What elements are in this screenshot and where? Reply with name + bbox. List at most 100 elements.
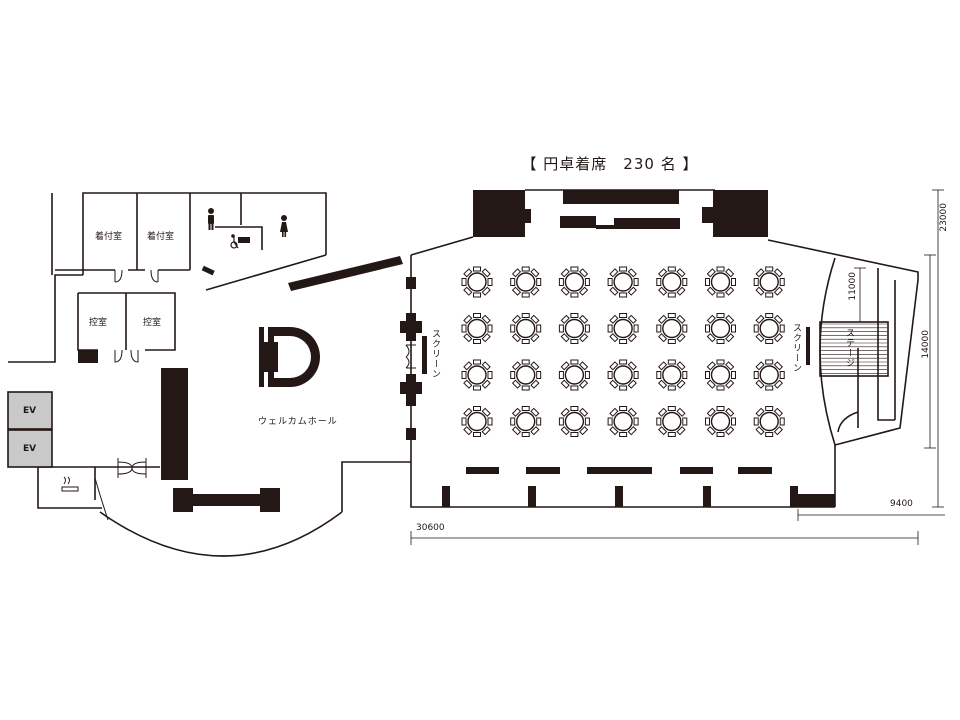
- stage-back-wall: [877, 268, 895, 421]
- round-table: [705, 406, 736, 437]
- chair: [667, 292, 676, 298]
- chair: [560, 333, 570, 343]
- chair: [536, 371, 542, 379]
- chair: [558, 417, 564, 426]
- round-table: [753, 359, 785, 391]
- chair: [530, 407, 540, 417]
- chair: [463, 314, 473, 324]
- chair: [658, 407, 668, 417]
- chair: [570, 339, 579, 344]
- chair: [463, 333, 473, 343]
- chair: [609, 268, 619, 278]
- table-top: [467, 365, 487, 385]
- chair: [765, 266, 774, 272]
- chair: [609, 407, 619, 417]
- pillar-top-right: [713, 190, 768, 237]
- chair: [570, 313, 579, 318]
- table-top: [516, 411, 536, 432]
- chair: [461, 417, 467, 426]
- chair: [633, 324, 639, 333]
- chair: [463, 426, 473, 436]
- table-top: [759, 272, 779, 292]
- chair: [536, 324, 542, 333]
- partition-bar: [587, 467, 652, 474]
- chair: [779, 278, 785, 286]
- pillar-top-left: [473, 190, 525, 237]
- chair: [633, 278, 639, 286]
- hall-entrance-wall: [288, 256, 403, 291]
- table-top: [710, 411, 731, 432]
- wall-post: [615, 486, 623, 507]
- chair: [773, 379, 783, 389]
- chair: [725, 379, 735, 389]
- round-table: [705, 359, 736, 391]
- table-top: [564, 318, 585, 339]
- chair: [511, 407, 522, 417]
- round-table: [656, 406, 688, 437]
- table-top: [516, 318, 536, 339]
- waiting-room-block: [78, 350, 98, 363]
- chair: [682, 324, 688, 333]
- chair: [667, 339, 676, 344]
- chair: [619, 313, 628, 318]
- chair: [584, 417, 590, 426]
- chair: [473, 432, 481, 437]
- table-top: [662, 411, 682, 432]
- partition-bar: [526, 467, 560, 474]
- chair: [716, 385, 725, 391]
- table-top: [662, 272, 682, 292]
- chair: [578, 361, 589, 371]
- chair: [619, 266, 628, 272]
- chair: [779, 371, 785, 379]
- chair: [773, 314, 783, 324]
- table-top: [467, 318, 487, 339]
- chair: [755, 333, 765, 343]
- chair: [676, 379, 686, 389]
- chair: [584, 324, 590, 333]
- smoking-area-icon: [61, 476, 79, 492]
- table-top: [516, 365, 536, 385]
- chair: [578, 333, 589, 343]
- corridor-block: [201, 265, 215, 276]
- male-restroom-icon: [208, 208, 214, 230]
- chair: [627, 314, 637, 324]
- chair: [725, 407, 735, 417]
- wall-post: [528, 486, 536, 507]
- chair: [481, 361, 491, 371]
- chair: [560, 268, 570, 278]
- chair: [705, 371, 710, 379]
- chair: [716, 339, 725, 344]
- structural-blocks: [78, 190, 835, 512]
- chair: [658, 268, 668, 278]
- wall-hall-right: [767, 239, 919, 446]
- chair: [765, 292, 774, 298]
- round-table: [753, 406, 785, 437]
- welcome-pillar: [161, 368, 188, 480]
- chair: [658, 426, 668, 436]
- accessible-restroom-icon: [230, 234, 239, 249]
- chair: [578, 379, 589, 389]
- screen-left-bar: [422, 336, 427, 374]
- chair: [676, 268, 686, 278]
- partition-bar: [680, 467, 713, 474]
- chair: [627, 286, 637, 296]
- wall-welcome-right: [341, 461, 411, 512]
- chair: [706, 379, 716, 389]
- table-top: [759, 411, 779, 432]
- chair: [521, 385, 530, 391]
- chair: [473, 339, 481, 344]
- chair: [558, 371, 564, 379]
- round-table: [510, 359, 542, 391]
- round-table: [461, 406, 493, 437]
- chair: [473, 266, 481, 272]
- hall-door-block-2b: [406, 374, 416, 406]
- round-table: [461, 313, 493, 344]
- table-top: [759, 318, 779, 339]
- table-top: [613, 365, 633, 385]
- chair: [560, 379, 570, 389]
- chair: [570, 266, 579, 272]
- chair: [682, 371, 688, 379]
- chair: [725, 268, 735, 278]
- chair: [725, 361, 735, 371]
